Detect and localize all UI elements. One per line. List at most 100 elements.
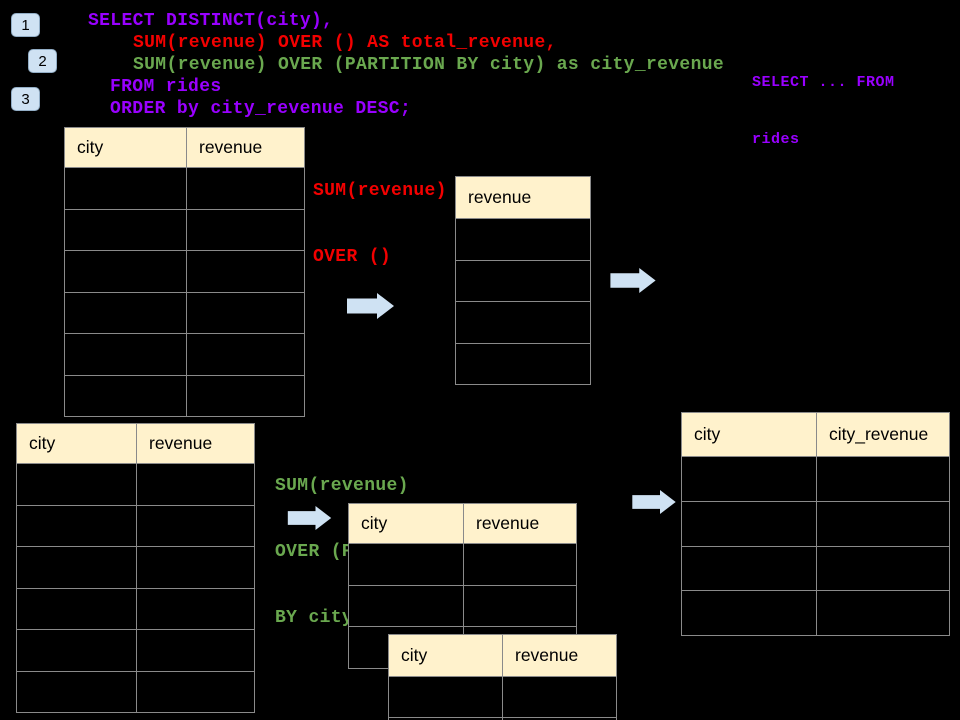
- table-city-revenue-result: city city_revenue: [681, 412, 950, 636]
- table-cell-empty: [503, 677, 616, 717]
- table-cell-empty: [65, 251, 187, 292]
- table-cell-empty: [65, 375, 187, 416]
- table-cell-empty: [65, 334, 187, 375]
- annotation-total-line-2: OVER (): [313, 247, 392, 267]
- table-cell-empty: [187, 251, 304, 292]
- table-row: [682, 590, 949, 635]
- table-cell-empty: [17, 671, 137, 712]
- table-cell-empty: [456, 302, 590, 343]
- column-header-revenue: revenue: [468, 187, 532, 207]
- table-cell-empty: [17, 588, 137, 629]
- table-row: [682, 457, 949, 501]
- column-header-city: city: [17, 424, 137, 463]
- table-cell-empty: [65, 209, 187, 250]
- table-cell-empty: [817, 547, 949, 591]
- table-cell-empty: [137, 506, 254, 547]
- sql-line-sum-over-total: SUM(revenue) OVER () AS total_revenue,: [133, 33, 557, 53]
- table-row: [456, 259, 590, 302]
- table-row: [456, 342, 590, 385]
- table-cell-empty: [187, 376, 304, 417]
- table-cell-empty: [17, 464, 137, 505]
- column-header-city: city: [389, 635, 503, 676]
- table-cell-empty: [349, 585, 464, 627]
- table-header-row: city revenue: [349, 504, 576, 544]
- table-cell-empty: [682, 591, 817, 635]
- table-row: [17, 464, 254, 505]
- annotation-partition-line-1: SUM(revenue): [275, 476, 409, 496]
- table-row: [17, 670, 254, 713]
- column-header-revenue: revenue: [149, 433, 213, 453]
- table-cell-empty: [137, 464, 254, 505]
- table-row: [456, 219, 590, 260]
- table-source-top: city revenue: [64, 127, 305, 417]
- column-header-revenue: revenue: [199, 137, 263, 157]
- table-body: [65, 168, 304, 416]
- table-header-row: city revenue: [17, 424, 254, 464]
- table-cell-empty: [137, 672, 254, 713]
- table-cell-empty: [389, 717, 503, 720]
- table-row: [17, 546, 254, 588]
- step-badge-1: 1: [11, 13, 40, 37]
- table-cell-empty: [817, 502, 949, 546]
- sql-line-sum-over-partition: SUM(revenue) OVER (PARTITION BY city) as…: [133, 55, 725, 75]
- table-header-row: revenue: [456, 177, 590, 219]
- table-cell-empty: [817, 457, 949, 501]
- right-arrow-icon: [632, 490, 676, 514]
- table-header-row: city revenue: [389, 635, 616, 677]
- table-cell-empty: [187, 168, 304, 209]
- table-row: [17, 504, 254, 547]
- column-header-revenue: revenue: [476, 513, 540, 533]
- annotation-sum-over-total: SUM(revenue) OVER (): [313, 136, 447, 312]
- table-cell-empty: [682, 546, 817, 591]
- table-cell-empty: [137, 589, 254, 630]
- table-body: [456, 219, 590, 384]
- table-cell-empty: [464, 544, 576, 585]
- table-cell-empty: [187, 293, 304, 334]
- table-cell-empty: [456, 344, 590, 385]
- table-cell-empty: [187, 334, 304, 375]
- table-row: [65, 333, 304, 375]
- table-cell-empty: [65, 292, 187, 333]
- column-header-city: city: [65, 128, 187, 167]
- right-arrow-icon: [287, 506, 332, 530]
- table-row: [682, 500, 949, 546]
- table-source-bottom: city revenue: [16, 423, 255, 713]
- table-cell-empty: [682, 457, 817, 501]
- table-cell-empty: [137, 547, 254, 588]
- side-note-line-2: rides: [752, 131, 800, 148]
- table-cell-empty: [17, 547, 137, 588]
- step-badge-3: 3: [11, 87, 40, 111]
- annotation-total-line-1: SUM(revenue): [313, 181, 447, 201]
- table-partitioned-overlay: city revenue: [388, 634, 617, 720]
- step-badge-2: 2: [28, 49, 57, 73]
- column-header-city: city: [349, 504, 464, 543]
- table-cell-empty: [682, 501, 817, 546]
- table-row: [65, 291, 304, 334]
- table-total-revenue-result: revenue: [455, 176, 591, 385]
- table-cell-empty: [17, 505, 137, 546]
- table-row: [456, 301, 590, 343]
- table-header-row: city revenue: [65, 128, 304, 168]
- table-row: [389, 716, 616, 720]
- column-header-revenue: revenue: [515, 645, 579, 665]
- sql-line-order-by: ORDER by city_revenue DESC;: [110, 99, 412, 119]
- right-arrow-icon: [610, 268, 656, 293]
- table-row: [65, 168, 304, 209]
- table-body: [389, 677, 616, 720]
- side-note-code: SELECT ... FROM rides: [752, 35, 895, 187]
- table-row: [65, 374, 304, 417]
- table-row: [65, 208, 304, 251]
- sql-line-from: FROM rides: [110, 77, 222, 97]
- table-row: [349, 544, 576, 585]
- table-row: [349, 584, 576, 627]
- table-cell-empty: [187, 210, 304, 251]
- table-cell-empty: [456, 219, 590, 260]
- table-row: [65, 250, 304, 292]
- table-cell-empty: [456, 261, 590, 302]
- table-cell-empty: [65, 168, 187, 209]
- table-header-row: city city_revenue: [682, 413, 949, 457]
- table-row: [682, 545, 949, 591]
- table-row: [17, 629, 254, 671]
- column-header-city-revenue: city_revenue: [829, 424, 929, 444]
